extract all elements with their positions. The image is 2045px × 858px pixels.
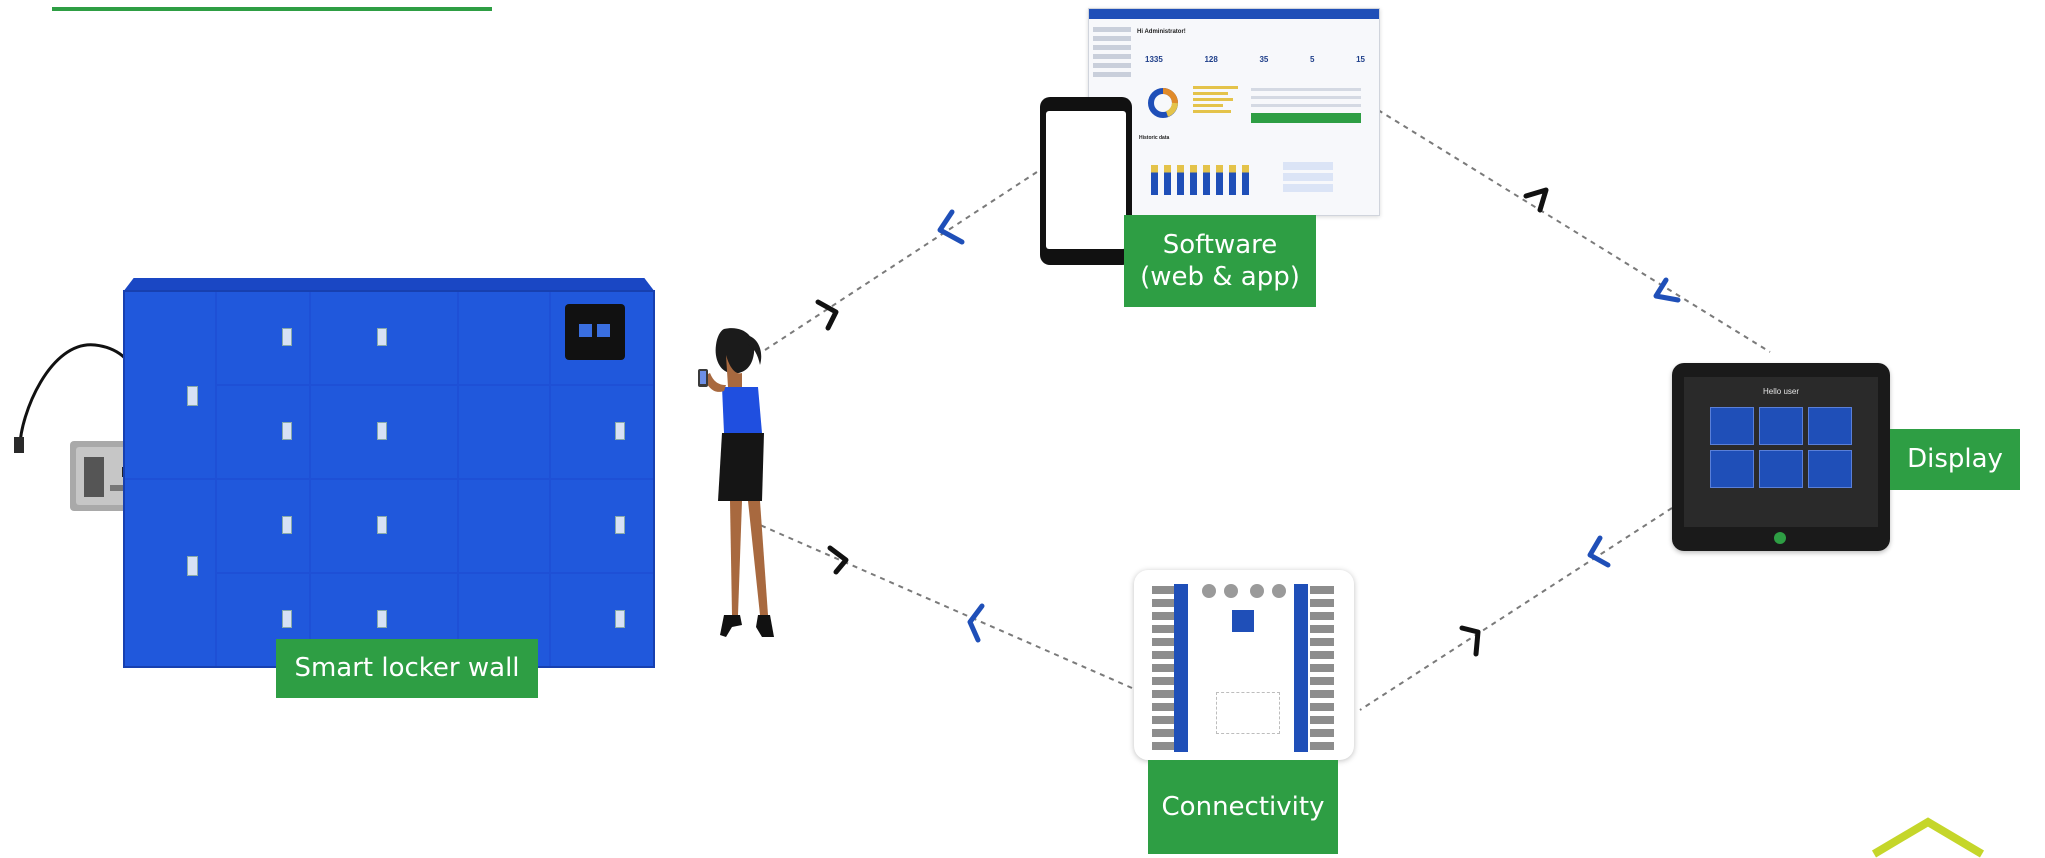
arrow-chevron-5 [1587, 535, 1611, 568]
dashboard-mini-cards [1283, 159, 1333, 195]
chip [1232, 610, 1254, 632]
arrow-chevron-2 [815, 299, 839, 331]
smartphone [1040, 97, 1132, 265]
display-tile-grid [1710, 407, 1852, 488]
arrow-chevron-8 [827, 545, 849, 575]
top-banner-fragment [52, 0, 492, 11]
stat-value: 15 [1356, 55, 1365, 64]
locker-door-tall[interactable] [125, 292, 215, 478]
display-tile[interactable] [1710, 407, 1754, 445]
arrow-chevron-1 [937, 209, 965, 245]
dashboard-stats: 1335 128 35 5 15 [1145, 55, 1365, 64]
stat-value: 5 [1309, 55, 1315, 64]
stat-value: 35 [1259, 55, 1269, 64]
locker-door[interactable] [551, 480, 653, 572]
software-label-line2: (web & app) [1140, 262, 1300, 292]
locker-door[interactable] [217, 292, 309, 384]
smart-locker-wall-label: Smart locker wall [276, 639, 538, 698]
display-tablet: Hello user [1672, 363, 1890, 551]
dashboard-table [1251, 83, 1361, 129]
arrow-chevron-6 [1459, 625, 1481, 657]
software-label: Software (web & app) [1124, 215, 1316, 307]
dashboard-column-chart [1151, 159, 1271, 195]
display-greeting: Hello user [1762, 387, 1799, 396]
dashboard-title: Hi Administrator! [1137, 29, 1186, 35]
arrow-chevron-7 [967, 603, 985, 643]
person-with-phone-illustration [698, 328, 774, 637]
arrow-chevron-4 [1653, 277, 1681, 303]
smartphone-screen [1046, 111, 1126, 249]
locker-grid [123, 290, 655, 668]
dashboard-donut-chart [1148, 88, 1178, 118]
stat-value: 1335 [1145, 55, 1163, 64]
locker-keypad-panel[interactable] [551, 292, 653, 384]
display-tile[interactable] [1710, 450, 1754, 488]
connector-software-to-display [1377, 109, 1771, 353]
locker-door[interactable] [551, 386, 653, 478]
arrow-chevron-3 [1523, 187, 1549, 213]
display-tile[interactable] [1808, 407, 1852, 445]
connector-display-to-connectivity [1359, 507, 1673, 711]
dashboard-bars [1193, 83, 1243, 116]
locker-door[interactable] [459, 386, 583, 478]
locker-door[interactable] [311, 480, 457, 572]
corner-hex-decoration [1871, 817, 1985, 858]
smart-locker-wall [123, 278, 655, 670]
locker-door[interactable] [217, 480, 309, 572]
display-tile[interactable] [1759, 407, 1803, 445]
pin-header-left [1152, 586, 1176, 750]
connectivity-label: Connectivity [1148, 760, 1338, 854]
display-tile[interactable] [1759, 450, 1803, 488]
locker-door[interactable] [311, 386, 457, 478]
connector-connectivity-to-person [759, 524, 1133, 689]
dashboard-section-title: Historic data [1139, 135, 1170, 141]
locker-door-tall[interactable] [125, 480, 215, 666]
locker-door[interactable] [311, 292, 457, 384]
locker-door[interactable] [459, 292, 583, 384]
pin-header-right [1310, 586, 1334, 750]
display-label: Display [1890, 429, 2020, 490]
stat-value: 128 [1204, 55, 1218, 64]
display-screen: Hello user [1684, 377, 1878, 527]
connectivity-module [1134, 570, 1354, 760]
keypad-screen[interactable] [565, 304, 625, 360]
display-home-button[interactable] [1774, 532, 1786, 544]
locker-door[interactable] [459, 480, 583, 572]
software-label-line1: Software [1162, 229, 1278, 260]
locker-door[interactable] [217, 386, 309, 478]
dashboard-sidebar [1093, 23, 1131, 93]
display-tile[interactable] [1808, 450, 1852, 488]
locker-door[interactable] [551, 574, 653, 666]
connector-person-to-software [764, 169, 1041, 351]
